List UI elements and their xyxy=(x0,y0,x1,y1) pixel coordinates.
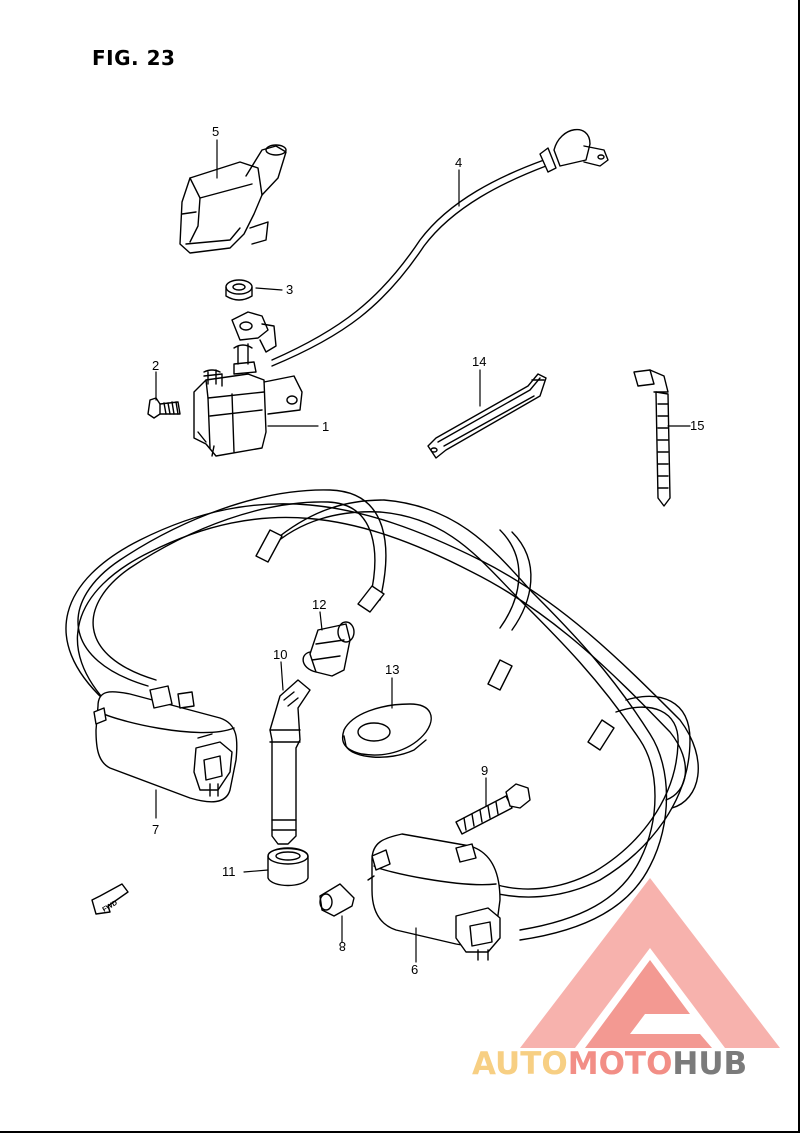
part-label-5: 5 xyxy=(212,124,219,139)
part-14-band xyxy=(427,373,547,459)
part-2-bolt xyxy=(147,397,181,419)
part-label-3: 3 xyxy=(286,282,293,297)
watermark-hub: HUB xyxy=(672,1046,748,1082)
part-label-10: 10 xyxy=(273,647,287,662)
part-6-ignition-coil xyxy=(367,833,501,961)
watermark-moto: MOTO xyxy=(567,1046,673,1082)
watermark-text: AUTOMOTOHUB xyxy=(472,1046,747,1082)
part-9-bolt xyxy=(455,783,531,835)
part-label-6: 6 xyxy=(411,962,418,977)
part-label-13: 13 xyxy=(385,662,399,677)
part-4-lead-wire xyxy=(271,128,609,367)
part-1-relay xyxy=(193,311,303,457)
part-number-labels: 5 3 2 1 4 14 15 12 10 13 9 7 11 8 6 FWD xyxy=(101,124,704,977)
watermark-logo-icon xyxy=(520,878,780,1048)
part-label-11: 11 xyxy=(222,864,236,879)
part-label-15: 15 xyxy=(690,418,704,433)
figure-title: FIG. 23 xyxy=(92,46,176,70)
fwd-arrow-icon xyxy=(91,883,129,915)
part-label-12: 12 xyxy=(312,597,326,612)
part-label-2: 2 xyxy=(152,358,159,373)
page-border-bottom xyxy=(0,1131,800,1133)
part-3-grommet xyxy=(225,279,253,301)
high-tension-cords xyxy=(65,489,699,941)
part-7-ignition-coil xyxy=(93,685,238,803)
part-label-7: 7 xyxy=(152,822,159,837)
part-label-4: 4 xyxy=(455,155,462,170)
leader-lines xyxy=(155,139,691,963)
part-label-14: 14 xyxy=(472,354,486,369)
part-11-cap xyxy=(267,847,309,887)
part-12-grommet xyxy=(302,621,355,677)
part-label-1: 1 xyxy=(322,419,329,434)
cord-end-caps xyxy=(255,529,615,751)
part-label-8: 8 xyxy=(339,939,346,954)
part-10-plug-cap xyxy=(269,679,311,845)
part-15-cable-tie xyxy=(633,369,671,507)
part-5-cover xyxy=(179,144,287,254)
watermark-auto: AUTO xyxy=(472,1046,568,1082)
part-13-pad xyxy=(341,703,432,758)
page-border-right xyxy=(798,0,800,1133)
part-label-9: 9 xyxy=(481,763,488,778)
part-8-sleeve xyxy=(319,883,355,917)
